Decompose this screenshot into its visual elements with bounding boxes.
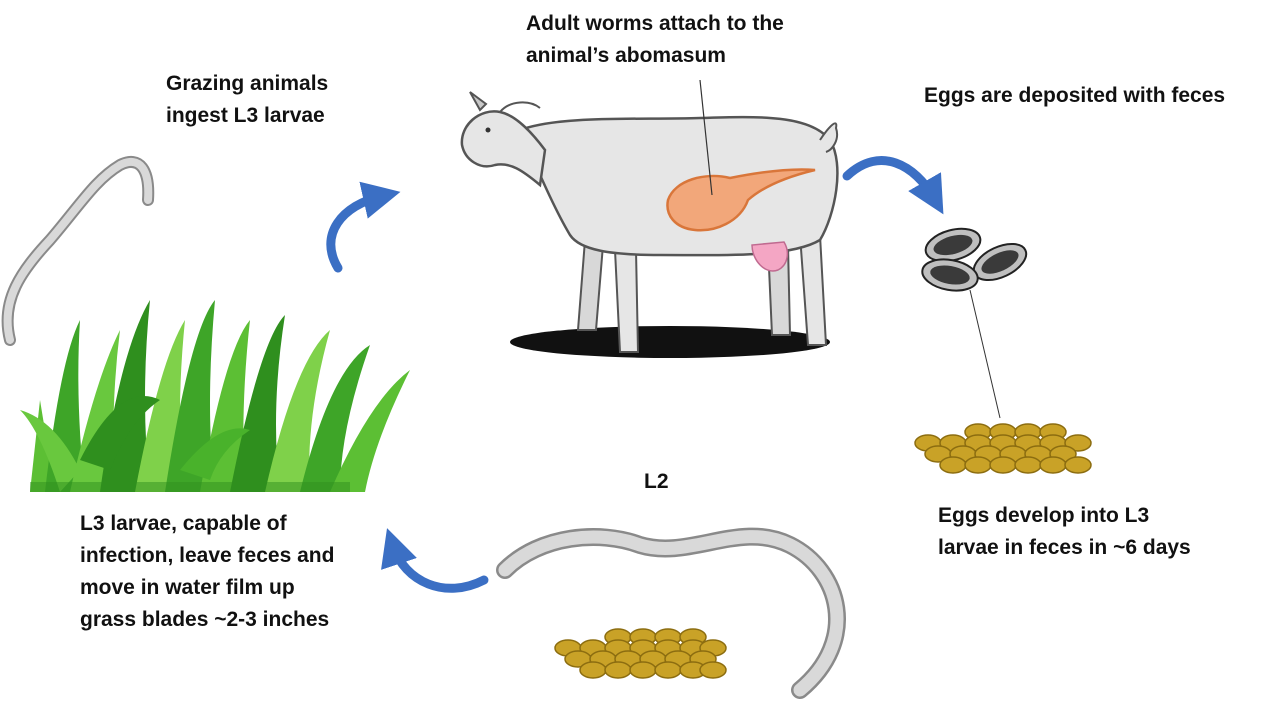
fecal-pellet xyxy=(579,661,607,679)
egg-icon-cluster xyxy=(921,227,1028,292)
curved-arrow-icon-ingest xyxy=(326,181,401,273)
leader-line-abomasum xyxy=(699,79,713,196)
fecal-pellet xyxy=(1064,456,1092,474)
label-l2-line: L2 xyxy=(644,470,669,493)
leader-line-eggs xyxy=(969,289,1001,419)
grass-icon xyxy=(20,300,410,492)
fecal-pellet xyxy=(939,456,967,474)
label-grazing: Grazing animals ingest L3 larvae xyxy=(166,68,328,132)
label-l3-leave-line: grass blades ~2-3 inches xyxy=(80,608,330,631)
label-adult-worms: Adult worms attach to the animal’s aboma… xyxy=(526,8,784,72)
label-adult-worms-line: animal’s abomasum xyxy=(526,44,726,67)
fecal-pellet xyxy=(989,456,1017,474)
fecal-pellets-icon-bottom xyxy=(554,628,727,679)
fecal-pellet xyxy=(1039,456,1067,474)
fecal-pellet xyxy=(1014,456,1042,474)
label-eggs-deposited-line: Eggs are deposited with feces xyxy=(924,84,1226,107)
label-l2: L2 xyxy=(644,466,669,498)
label-grazing-line: Grazing animals xyxy=(166,72,329,95)
fecal-pellet xyxy=(654,661,682,679)
label-eggs-deposited: Eggs are deposited with feces xyxy=(924,80,1225,112)
fecal-pellets-icon-right xyxy=(914,423,1092,474)
goat-icon xyxy=(460,91,839,358)
label-adult-worms-line: Adult worms attach to the xyxy=(526,12,784,35)
label-l3-leave: L3 larvae, capable of infection, leave f… xyxy=(80,508,334,636)
label-l3-leave-line: move in water film up xyxy=(80,576,295,599)
label-eggs-develop: Eggs develop into L3 larvae in feces in … xyxy=(938,500,1191,564)
fecal-pellet xyxy=(1064,434,1092,452)
fecal-pellet xyxy=(629,661,657,679)
curved-arrow-icon-deposit xyxy=(842,156,944,215)
worm-icon-l2 xyxy=(496,527,846,699)
label-eggs-develop-line: Eggs develop into L3 xyxy=(938,504,1150,527)
label-eggs-develop-line: larvae in feces in ~6 days xyxy=(938,536,1191,559)
label-l3-leave-line: infection, leave feces and xyxy=(80,544,335,567)
label-grazing-line: ingest L3 larvae xyxy=(166,104,325,127)
fecal-pellet xyxy=(604,661,632,679)
curved-arrow-icon-migrate xyxy=(381,528,489,593)
label-l3-leave-line: L3 larvae, capable of xyxy=(80,512,287,535)
fecal-pellet xyxy=(699,661,727,679)
fecal-pellet xyxy=(964,456,992,474)
worm-icon-l3 xyxy=(1,155,155,346)
